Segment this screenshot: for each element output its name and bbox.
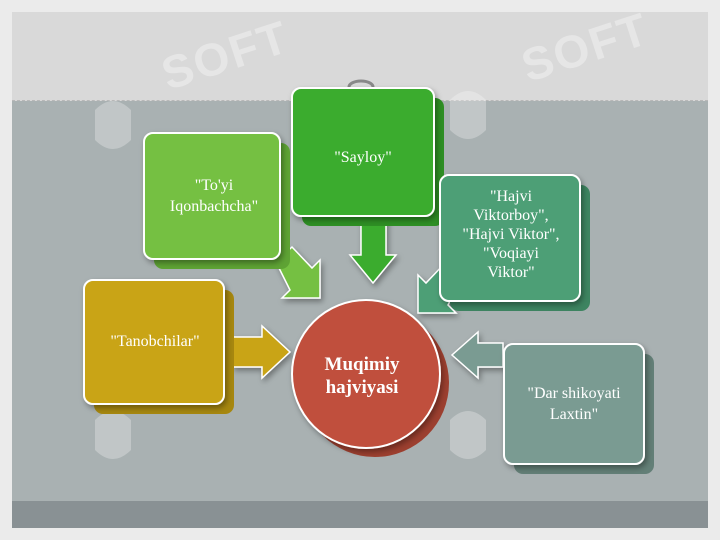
center-label-line: Muqimiy	[325, 354, 400, 375]
box-label-line: "Dar shikoyati	[527, 385, 621, 402]
box-label-line: Viktorboy",	[473, 207, 548, 224]
box-label-line: "To'yi	[195, 177, 234, 194]
box-toyi-iqonbachcha: "To'yi Iqonbachcha"	[143, 132, 290, 269]
box-label-line: "Sayloy"	[334, 149, 392, 166]
arrow	[232, 324, 292, 380]
watermark-logo	[95, 91, 486, 459]
box-tanobchilar: "Tanobchilar"	[83, 279, 234, 414]
box-label-line: "Hajvi	[490, 188, 533, 205]
center-circle: Muqimiy hajviyasi	[291, 299, 449, 457]
box-dar-shikoyati-laxtin: "Dar shikoyati Laxtin"	[503, 343, 654, 474]
arrow	[348, 217, 398, 285]
box-sayloy: "Sayloy"	[291, 87, 444, 226]
box-label-line: "Hajvi Viktor",	[462, 226, 559, 243]
slide-footer-band	[12, 501, 708, 528]
box-label-line: Iqonbachcha"	[170, 198, 258, 215]
box-label-line: "Tanobchilar"	[110, 333, 199, 350]
center-label-line: hajviyasi	[326, 377, 399, 398]
slide-title-area	[12, 12, 708, 101]
box-hajvi-viktorboy: "Hajvi Viktorboy", "Hajvi Viktor", "Voqi…	[439, 174, 590, 311]
box-label-line: Laxtin"	[550, 406, 598, 423]
box-label-line: "Voqiayi	[483, 245, 540, 262]
box-label-line: Viktor"	[487, 264, 534, 281]
arrow	[450, 330, 504, 380]
